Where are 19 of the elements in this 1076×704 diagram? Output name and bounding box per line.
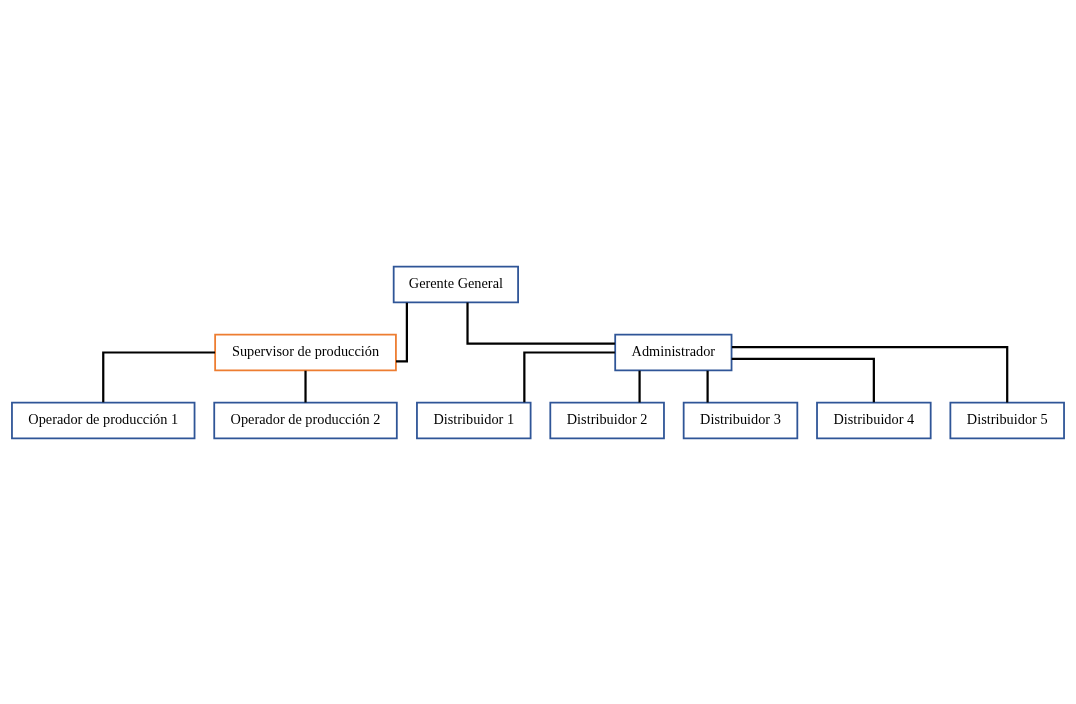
node-box: Distribuidor 3 <box>682 401 799 439</box>
node-box: Operador de producción 1 <box>11 401 196 439</box>
connector <box>731 345 1009 402</box>
node-box: Gerente General <box>392 265 519 303</box>
connector <box>706 370 709 402</box>
connector <box>466 302 615 345</box>
node-box: Operador de producción 2 <box>213 401 398 439</box>
connector <box>731 357 875 402</box>
node-box: Supervisor de producción <box>214 333 397 371</box>
node-box: Administrador <box>614 333 733 371</box>
node-box: Distribuidor 5 <box>949 401 1065 439</box>
connector <box>638 370 641 402</box>
connector <box>102 350 216 402</box>
node-box: Distribuidor 2 <box>549 401 665 439</box>
node-box: Distribuidor 4 <box>816 401 932 439</box>
connector <box>304 370 307 402</box>
node-box: Distribuidor 1 <box>416 401 532 439</box>
connector <box>523 350 615 402</box>
connector <box>396 302 408 363</box>
